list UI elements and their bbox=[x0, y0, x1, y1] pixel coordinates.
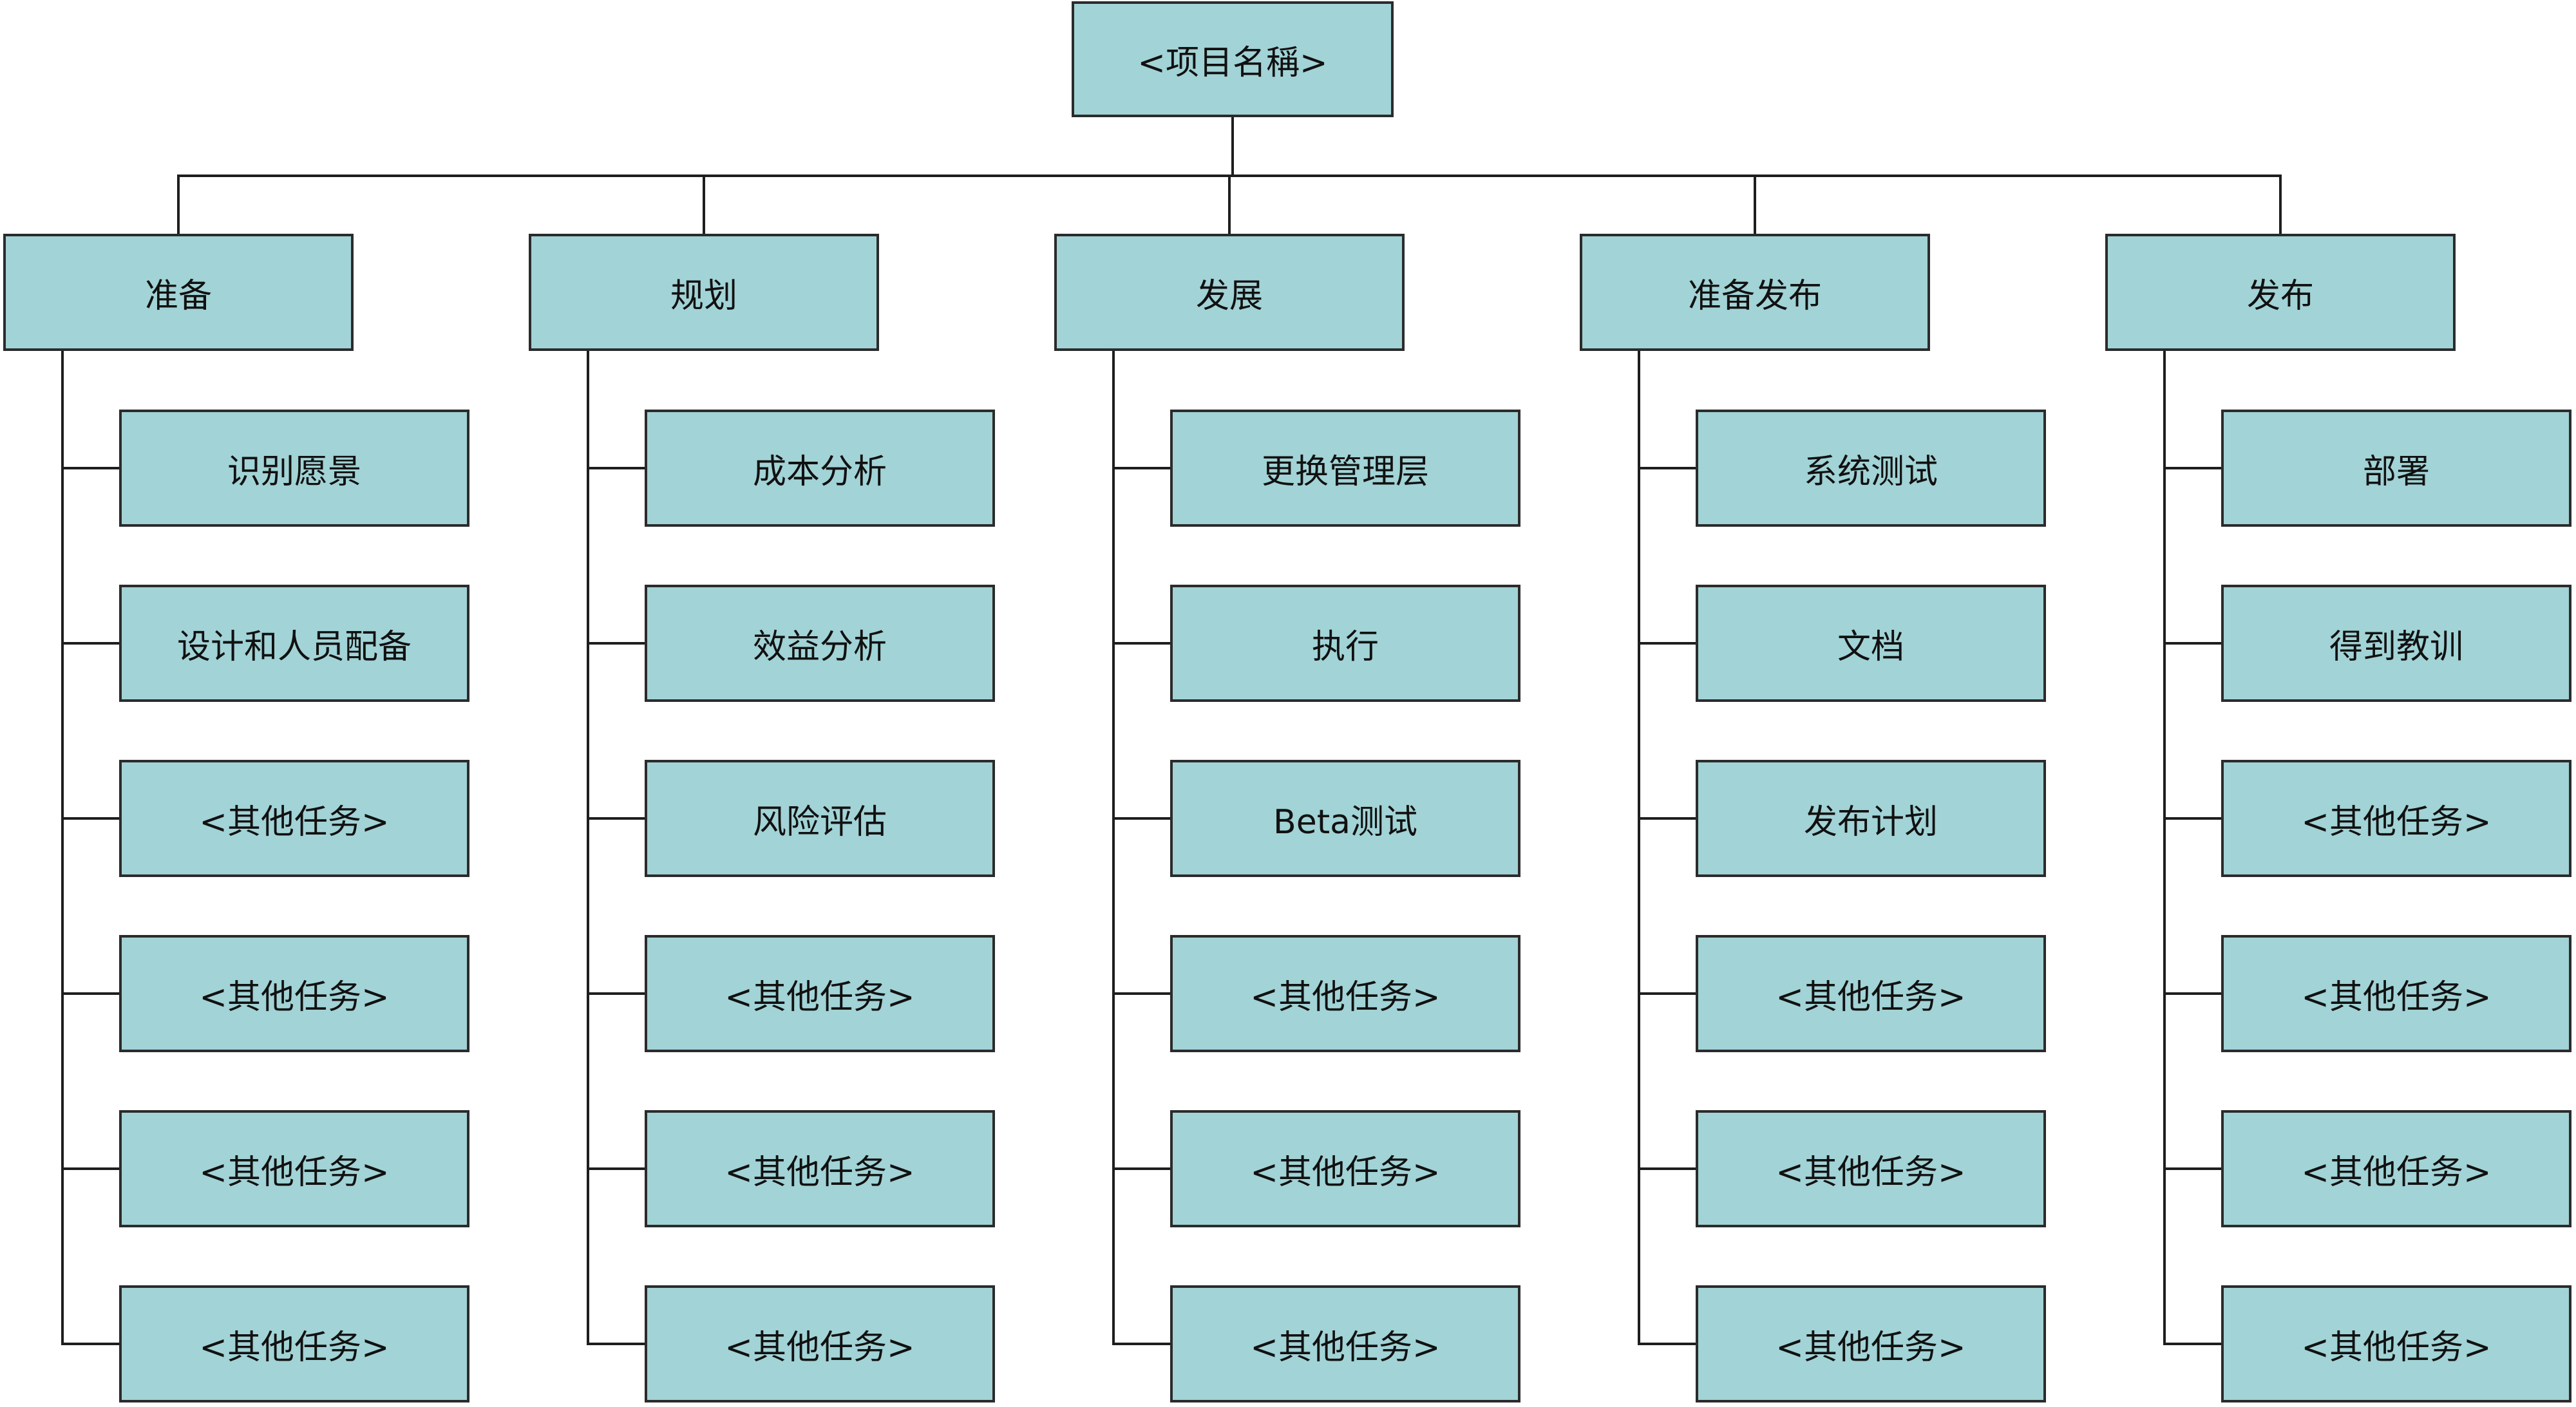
task-node: Beta测试 bbox=[1170, 760, 1520, 877]
task-branch-connector bbox=[2163, 1167, 2221, 1170]
phase-spine-connector bbox=[61, 351, 64, 1345]
phase-node: 准备发布 bbox=[1580, 234, 1930, 351]
task-node: <其他任务> bbox=[1696, 935, 2046, 1052]
task-branch-connector bbox=[587, 817, 645, 820]
task-branch-connector bbox=[1112, 992, 1170, 995]
task-branch-connector bbox=[1638, 1343, 1696, 1345]
task-node: <其他任务> bbox=[1696, 1285, 2046, 1402]
phase-node: 准备 bbox=[3, 234, 354, 351]
task-branch-connector bbox=[1638, 467, 1696, 469]
task-branch-connector bbox=[1638, 817, 1696, 820]
task-branch-connector bbox=[1112, 1343, 1170, 1345]
root-node: <项目名稱> bbox=[1072, 1, 1394, 117]
task-branch-connector bbox=[61, 467, 119, 469]
task-branch-connector bbox=[2163, 992, 2221, 995]
task-branch-connector bbox=[2163, 642, 2221, 645]
task-branch-connector bbox=[587, 642, 645, 645]
task-branch-connector bbox=[587, 992, 645, 995]
task-branch-connector bbox=[2163, 1343, 2221, 1345]
task-node: <其他任务> bbox=[1170, 1285, 1520, 1402]
task-node: <其他任务> bbox=[2221, 935, 2571, 1052]
phase-spine-connector bbox=[1638, 351, 1640, 1345]
task-node: <其他任务> bbox=[2221, 1285, 2571, 1402]
task-node: <其他任务> bbox=[2221, 760, 2571, 877]
task-branch-connector bbox=[587, 467, 645, 469]
task-branch-connector bbox=[61, 1343, 119, 1345]
phase-drop-connector bbox=[1754, 176, 1756, 234]
phase-node: 发布 bbox=[2105, 234, 2456, 351]
task-node: 识别愿景 bbox=[119, 410, 469, 527]
task-node: 得到教训 bbox=[2221, 585, 2571, 702]
task-branch-connector bbox=[587, 1343, 645, 1345]
task-node: <其他任务> bbox=[119, 1285, 469, 1402]
phase-node: 规划 bbox=[529, 234, 879, 351]
task-branch-connector bbox=[61, 1167, 119, 1170]
phase-spine-connector bbox=[2163, 351, 2166, 1345]
task-branch-connector bbox=[61, 642, 119, 645]
task-branch-connector bbox=[587, 1167, 645, 1170]
task-node: <其他任务> bbox=[645, 935, 995, 1052]
task-node: <其他任务> bbox=[645, 1285, 995, 1402]
task-node: <其他任务> bbox=[119, 760, 469, 877]
task-node: 系统测试 bbox=[1696, 410, 2046, 527]
task-node: <其他任务> bbox=[2221, 1110, 2571, 1227]
task-node: <其他任务> bbox=[1170, 935, 1520, 1052]
task-branch-connector bbox=[1112, 1167, 1170, 1170]
task-node: <其他任务> bbox=[1696, 1110, 2046, 1227]
phase-drop-connector bbox=[177, 176, 180, 234]
phase-spine-connector bbox=[1112, 351, 1115, 1345]
phase-spine-connector bbox=[587, 351, 589, 1345]
phase-node: 发展 bbox=[1054, 234, 1405, 351]
phase-drop-connector bbox=[2279, 176, 2282, 234]
task-node: 更换管理层 bbox=[1170, 410, 1520, 527]
root-connector bbox=[1231, 117, 1234, 176]
task-node: <其他任务> bbox=[645, 1110, 995, 1227]
task-branch-connector bbox=[1638, 992, 1696, 995]
task-branch-connector bbox=[1112, 467, 1170, 469]
task-branch-connector bbox=[2163, 817, 2221, 820]
task-node: <其他任务> bbox=[119, 1110, 469, 1227]
task-branch-connector bbox=[1112, 817, 1170, 820]
task-node: 发布计划 bbox=[1696, 760, 2046, 877]
phase-drop-connector bbox=[1228, 176, 1231, 234]
task-node: 部署 bbox=[2221, 410, 2571, 527]
task-branch-connector bbox=[61, 992, 119, 995]
task-node: <其他任务> bbox=[1170, 1110, 1520, 1227]
task-branch-connector bbox=[2163, 467, 2221, 469]
task-node: 风险评估 bbox=[645, 760, 995, 877]
task-branch-connector bbox=[1638, 642, 1696, 645]
phase-drop-connector bbox=[703, 176, 705, 234]
task-node: <其他任务> bbox=[119, 935, 469, 1052]
task-node: 执行 bbox=[1170, 585, 1520, 702]
task-node: 成本分析 bbox=[645, 410, 995, 527]
task-branch-connector bbox=[1638, 1167, 1696, 1170]
task-node: 文档 bbox=[1696, 585, 2046, 702]
task-branch-connector bbox=[1112, 642, 1170, 645]
task-node: 设计和人员配备 bbox=[119, 585, 469, 702]
task-branch-connector bbox=[61, 817, 119, 820]
task-node: 效益分析 bbox=[645, 585, 995, 702]
